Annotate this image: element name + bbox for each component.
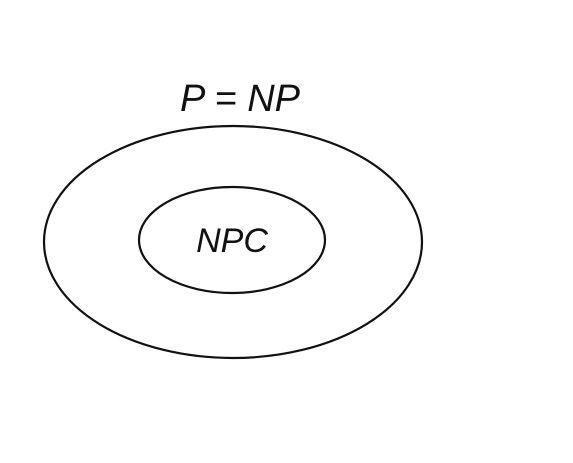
- outer-set-ellipse: [42, 124, 424, 360]
- outer-set-label: P = NP: [180, 78, 301, 120]
- inner-set-label: NPC: [196, 222, 268, 260]
- inner-set-ellipse: [137, 185, 327, 295]
